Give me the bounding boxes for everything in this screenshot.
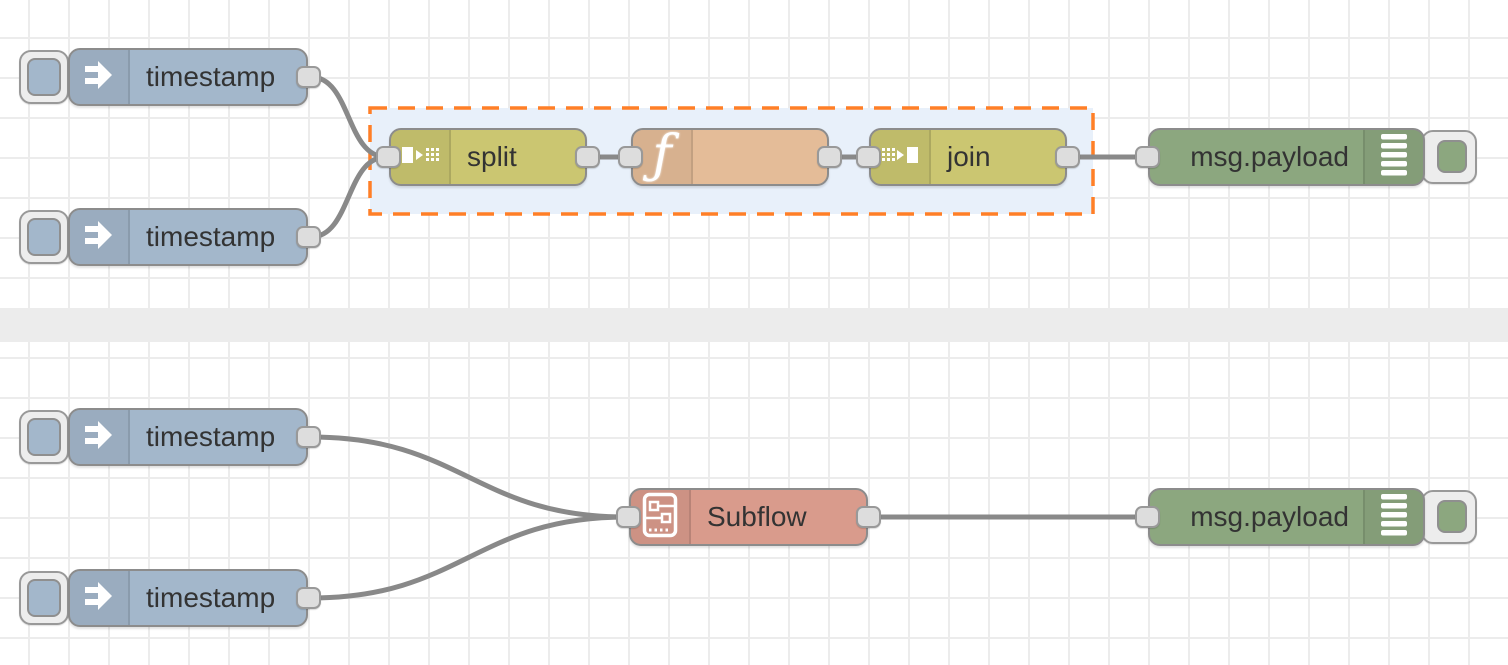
node-icon-region: ƒ — [633, 125, 693, 185]
output-port[interactable] — [575, 146, 600, 168]
output-port[interactable] — [296, 426, 321, 448]
node-label: join — [947, 141, 991, 172]
wire[interactable] — [308, 74, 389, 160]
button-inner-square — [27, 58, 61, 96]
node-label: Subflow — [707, 501, 807, 532]
node-label: msg.payload — [1190, 501, 1349, 532]
button-inner-square — [27, 218, 61, 256]
node-timestamp-4[interactable]: timestamp — [68, 569, 321, 627]
inject-arrow-icon — [84, 217, 114, 258]
node-label: timestamp — [146, 221, 276, 252]
node-subflow-1[interactable]: Subflow — [616, 488, 881, 546]
split-icon — [401, 142, 439, 173]
node-icon-region — [1363, 490, 1423, 544]
node-split-1[interactable]: split — [376, 128, 600, 186]
wire[interactable] — [308, 434, 629, 520]
node-icon-region — [391, 130, 451, 184]
output-port[interactable] — [296, 587, 321, 609]
node-timestamp-1[interactable]: timestamp — [68, 48, 321, 106]
node-icon-region — [70, 571, 130, 625]
output-port[interactable] — [296, 226, 321, 248]
output-port[interactable] — [296, 66, 321, 88]
button-inner-square — [1437, 140, 1467, 173]
output-port[interactable] — [856, 506, 881, 528]
button-inner-square — [27, 579, 61, 617]
output-port[interactable] — [1055, 146, 1080, 168]
section-divider — [0, 308, 1508, 342]
join-icon — [881, 142, 919, 173]
inject-arrow-icon — [84, 578, 114, 619]
node-label — [709, 130, 817, 184]
node-label: timestamp — [146, 61, 276, 92]
node-function-1[interactable]: ƒ — [618, 125, 842, 186]
input-port[interactable] — [616, 506, 641, 528]
node-label: split — [467, 141, 517, 172]
node-icon-region — [70, 50, 130, 104]
node-icon-region — [1363, 130, 1423, 184]
button-inner-square — [27, 418, 61, 456]
node-icon-region — [631, 490, 691, 544]
node-timestamp-3[interactable]: timestamp — [68, 408, 321, 466]
function-icon: ƒ — [652, 125, 672, 185]
debug-list-icon — [1381, 493, 1407, 542]
node-label: msg.payload — [1190, 141, 1349, 172]
node-icon-region — [871, 130, 931, 184]
input-port[interactable] — [1135, 506, 1160, 528]
input-port[interactable] — [856, 146, 881, 168]
input-port[interactable] — [376, 146, 401, 168]
input-port[interactable] — [1135, 146, 1160, 168]
debug-list-icon — [1381, 133, 1407, 182]
node-label: timestamp — [146, 421, 276, 452]
node-debug-1[interactable]: msg.payload — [1135, 128, 1425, 186]
node-icon-region — [70, 410, 130, 464]
node-timestamp-2[interactable]: timestamp — [68, 208, 321, 266]
inject-arrow-icon — [84, 417, 114, 458]
wire[interactable] — [308, 514, 629, 601]
button-inner-square — [1437, 500, 1467, 533]
node-join-1[interactable]: join — [856, 128, 1080, 186]
wire[interactable] — [308, 154, 389, 240]
input-port[interactable] — [618, 146, 643, 168]
output-port[interactable] — [817, 146, 842, 168]
subflow-icon — [642, 492, 678, 543]
node-icon-region — [70, 210, 130, 264]
inject-arrow-icon — [84, 57, 114, 98]
node-debug-2[interactable]: msg.payload — [1135, 488, 1425, 546]
node-label: timestamp — [146, 582, 276, 613]
